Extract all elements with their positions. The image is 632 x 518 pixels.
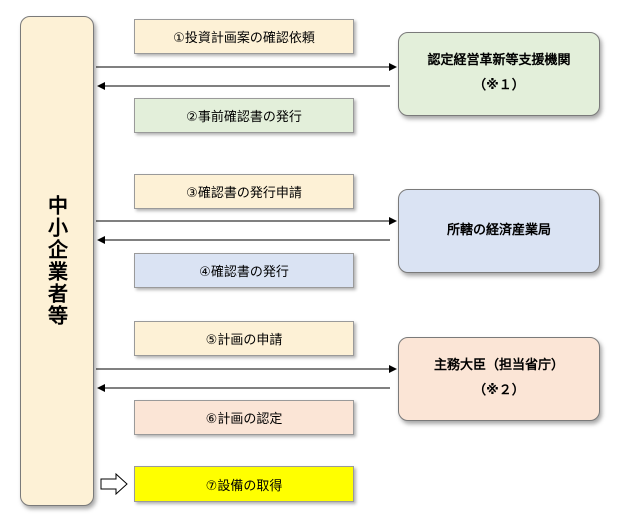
regional-bureau-name: 所轄の経済産業局 bbox=[446, 222, 551, 238]
sme-box: 中小企業者等 bbox=[20, 16, 94, 506]
step-2-label: ②事前確認書の発行 bbox=[134, 98, 354, 133]
step-5-label: ⑤計画の申請 bbox=[134, 321, 354, 356]
regional-bureau-box: 所轄の経済産業局 bbox=[398, 189, 600, 273]
step-1-label: ①投資計画案の確認依頼 bbox=[134, 19, 354, 54]
competent-minister-note: （※２） bbox=[473, 383, 525, 398]
competent-minister-box: 主務大臣（担当省庁） （※２） bbox=[398, 337, 600, 421]
certified-support-org-name: 認定経営革新等支援機関 bbox=[427, 53, 571, 69]
competent-minister-name: 主務大臣（担当省庁） bbox=[433, 358, 564, 374]
step-6-label: ⑥計画の認定 bbox=[134, 400, 354, 435]
step-7-label: ⑦設備の取得 bbox=[134, 466, 354, 502]
step-4-label: ④確認書の発行 bbox=[134, 253, 354, 288]
certified-support-org-box: 認定経営革新等支援機関 （※１） bbox=[398, 32, 600, 116]
sme-label: 中小企業者等 bbox=[44, 195, 69, 327]
acquisition-block-arrow bbox=[100, 472, 128, 496]
step-3-label: ③確認書の発行申請 bbox=[134, 174, 354, 209]
certified-support-org-note: （※１） bbox=[473, 78, 525, 93]
